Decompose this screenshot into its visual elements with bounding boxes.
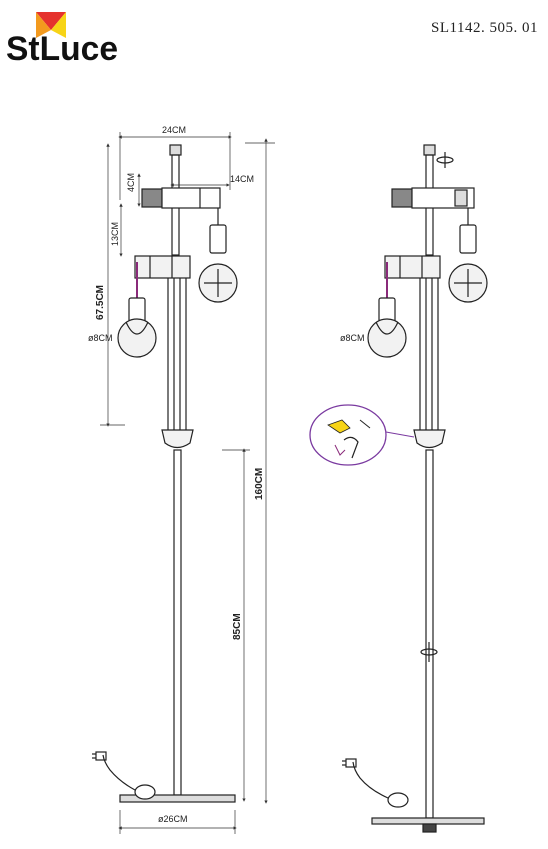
dim-total-height: 160CM — [254, 468, 265, 500]
assembly-detail — [309, 404, 415, 466]
dim-arm-spacing: 13CM — [110, 222, 120, 246]
socket-right — [209, 224, 227, 254]
dim-shade-height: 67.5CM — [95, 285, 106, 320]
dim-bulb-diameter-left: ø8CM — [88, 333, 113, 343]
lower-arm — [134, 255, 191, 279]
front-view — [92, 144, 238, 803]
foot-switch — [134, 784, 156, 800]
power-cord — [102, 754, 136, 791]
base-plate — [119, 794, 236, 803]
front-dimensions — [100, 132, 275, 834]
bulb-left — [117, 318, 157, 358]
dim-width-top: 24CM — [162, 125, 186, 135]
detail-callout — [309, 404, 387, 466]
socket-left — [128, 297, 146, 323]
stand-pole — [173, 449, 182, 796]
dim-base-diameter: ø26CM — [158, 814, 188, 824]
brand-logo: StLuce — [6, 12, 118, 66]
logo-orange-triangle — [36, 12, 51, 38]
bulb-left-side — [367, 318, 407, 358]
model-number: SL1142. 505. 01 — [431, 20, 538, 36]
dim-stand-height: 85CM — [232, 613, 243, 640]
top-cap-right — [423, 144, 436, 156]
logo-wordmark: StLuce — [6, 30, 118, 66]
dim-arm-length: 14CM — [230, 174, 254, 184]
upper-arm-block — [141, 188, 163, 208]
logo-red-triangle — [36, 12, 66, 30]
side-view — [342, 144, 488, 833]
plug — [95, 751, 107, 761]
pole-connector — [161, 429, 194, 449]
upper-arm — [161, 187, 221, 209]
dim-arm-gap: 4CM — [126, 173, 136, 192]
dim-bulb-diameter-right: ø8CM — [340, 333, 365, 343]
logo-yellow-triangle — [51, 12, 66, 38]
top-cap — [169, 144, 182, 156]
